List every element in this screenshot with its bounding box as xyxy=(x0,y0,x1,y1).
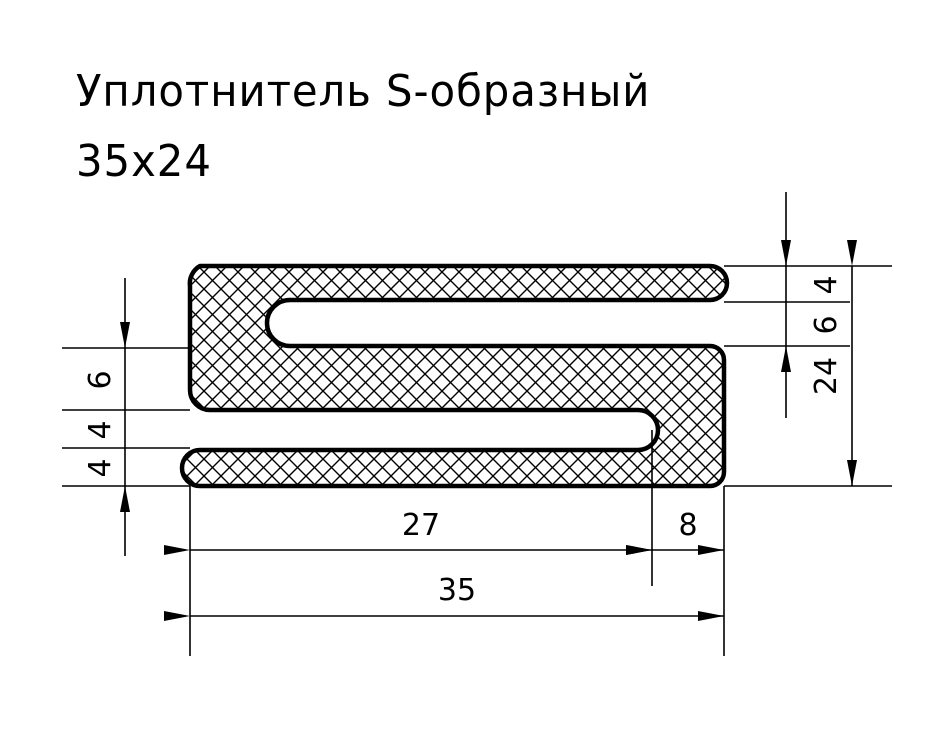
drawing-title: Уплотнитель S-образный xyxy=(76,66,651,117)
dim-left-middle-band: 6 xyxy=(83,370,118,389)
dim-wall-right: 8 xyxy=(678,508,697,543)
drawing-size-label: 35x24 xyxy=(76,136,212,187)
dim-overall-width: 35 xyxy=(438,573,476,608)
dim-overall-height: 24 xyxy=(809,357,844,395)
dim-right-top-flange: 4 xyxy=(809,275,844,294)
dim-left-slot-height: 4 xyxy=(83,420,118,439)
right-extension-lines xyxy=(724,265,892,487)
dim-left-bottom-flange: 4 xyxy=(83,458,118,477)
dim-slot-depth: 27 xyxy=(402,508,440,543)
left-extension-lines xyxy=(62,347,190,487)
bottom-extension-lines xyxy=(189,430,725,656)
dim-right-slot-height: 6 xyxy=(809,315,844,334)
seal-profile xyxy=(179,263,730,489)
